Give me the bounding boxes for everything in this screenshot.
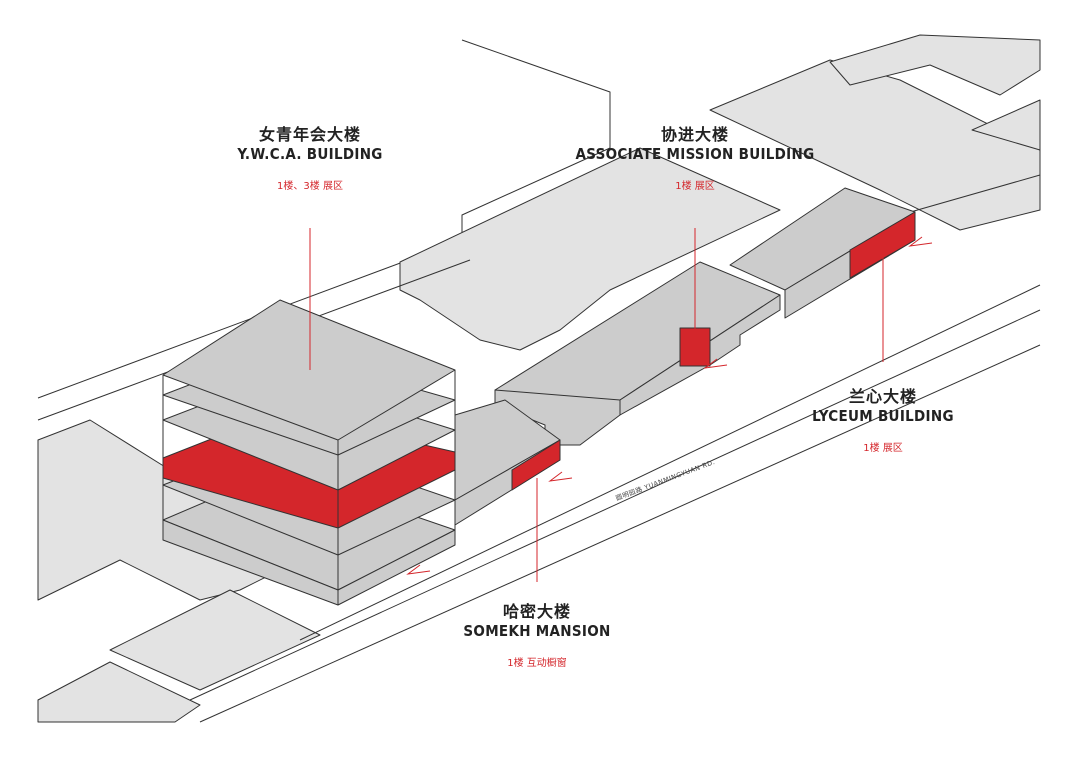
somekh-label: 哈密大楼 SOMEKH MANSION 1楼 互动橱窗 [463,598,610,669]
lyceum-name-zh: 兰心大楼 [848,387,917,406]
street-line-3 [189,309,1041,701]
ground-plot-south-square [109,589,321,691]
entrance-arrow-2 [548,471,573,482]
somekh-highlight [511,439,561,491]
ground-plot-far-ne [829,34,1041,96]
somekh-note: 1楼 互动橱窗 [507,658,567,669]
entrance-arrow-1 [406,564,431,575]
street-line-2 [199,344,1041,723]
somekh-name-en: SOMEKH MANSION [463,622,611,640]
ground-plot-southwest-corner [37,661,201,723]
ground-plot-north-block [399,147,781,351]
entrance-arrow-4 [908,236,933,247]
street-line-4 [299,284,1041,641]
associate-note: 1楼 展区 [675,181,715,192]
lyceum-name-en: LYCEUM BUILDING [812,407,954,425]
ywca-name-en: Y.W.C.A. BUILDING [237,145,383,163]
street-line-5 [899,174,1041,216]
ground-plot-northwest [37,39,611,399]
ywca-name-zh: 女青年会大楼 [258,125,361,144]
somekh-name-zh: 哈密大楼 [502,602,572,621]
associate-name-zh: 协进大楼 [660,125,729,144]
lyceum-label: 兰心大楼 LYCEUM BUILDING 1楼 展区 [812,383,954,454]
ground-plot-east [971,99,1041,151]
lyceum-note: 1楼 展区 [863,443,903,454]
associate-name-en: ASSOCIATE MISSION BUILDING [575,145,815,163]
lyceum-highlight [849,211,916,279]
ywca-label: 女青年会大楼 Y.W.C.A. BUILDING 1楼、3楼 展区 [237,121,382,192]
associate-label: 协进大楼 ASSOCIATE MISSION BUILDING 1楼 展区 [576,121,815,192]
ywca-note: 1楼、3楼 展区 [277,181,343,192]
entrance-arrow-3 [703,358,728,369]
